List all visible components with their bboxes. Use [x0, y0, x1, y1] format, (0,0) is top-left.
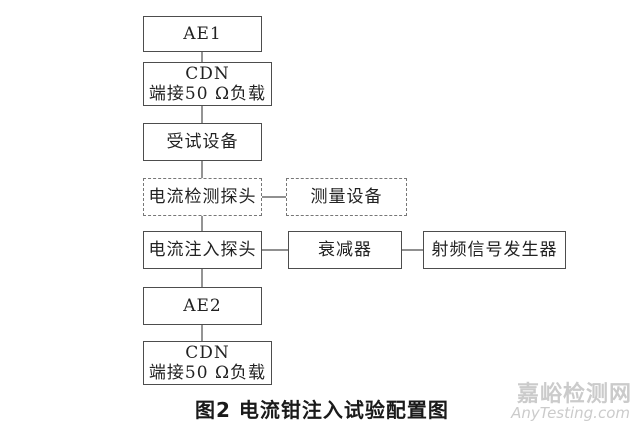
attenuator-box: 衰减器: [288, 231, 402, 269]
watermark-logo: 嘉峪检测网: [516, 382, 632, 407]
rf-generator-label: 射频信号发生器: [431, 240, 558, 260]
measure-label: 测量设备: [310, 187, 383, 207]
figure-caption: 图2 电流钳注入试验配置图: [195, 398, 449, 422]
watermark-url: AnyTesting.com: [511, 404, 630, 422]
injection-probe-label: 电流注入探头: [148, 240, 257, 260]
measure-box: 测量设备: [286, 178, 407, 216]
cdn-bottom-box: CDN 端接50 Ω负载: [143, 341, 272, 385]
ae2-box: AE2: [143, 287, 262, 325]
ae1-box: AE1: [143, 16, 262, 52]
attenuator-label: 衰减器: [318, 240, 372, 260]
cdn-top-box: CDN 端接50 Ω负载: [143, 62, 272, 106]
cdn-top-label: CDN: [185, 64, 230, 84]
cdn-bottom-label: CDN: [185, 343, 230, 363]
eut-box: 受试设备: [143, 123, 262, 161]
cdn-bottom-sublabel: 端接50 Ω负载: [148, 363, 267, 383]
ae2-label: AE2: [183, 296, 222, 316]
cdn-top-sublabel: 端接50 Ω负载: [148, 84, 267, 104]
current-probe-box: 电流检测探头: [143, 178, 262, 216]
current-probe-label: 电流检测探头: [148, 187, 257, 207]
injection-probe-box: 电流注入探头: [143, 231, 262, 269]
eut-label: 受试设备: [166, 132, 239, 152]
ae1-label: AE1: [183, 24, 222, 44]
rf-generator-box: 射频信号发生器: [423, 231, 566, 269]
